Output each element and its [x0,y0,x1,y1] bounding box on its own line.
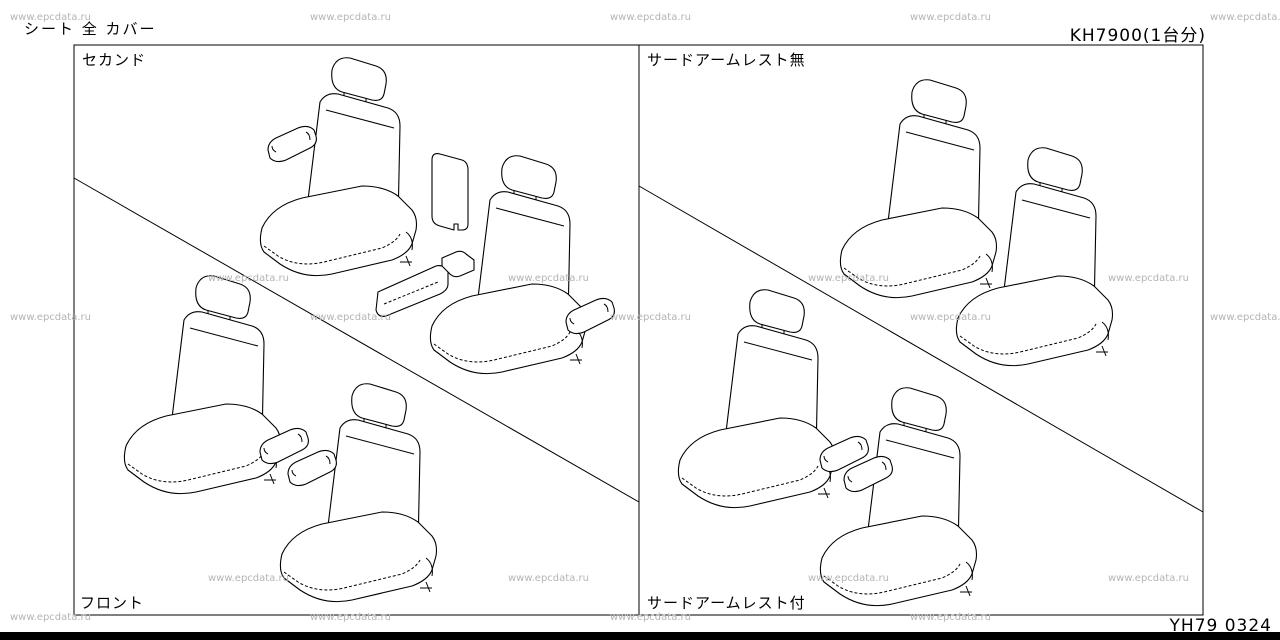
watermark: www.epcdata.ru [208,573,289,584]
kit-code: KH7900(1台分) [1069,26,1206,46]
front-seat-left [123,275,282,495]
watermark: www.epcdata.ru [1210,12,1280,23]
watermark: www.epcdata.ru [808,573,889,584]
watermark: www.epcdata.ru [610,312,691,323]
watermark: www.epcdata.ru [610,12,691,23]
watermark: www.epcdata.ru [1108,573,1189,584]
third-noarm-seat-left [839,79,998,299]
label-front: フロント [78,592,147,613]
watermark: www.epcdata.ru [1210,312,1280,323]
bottom-bar [0,632,1280,640]
watermark: www.epcdata.ru [1108,273,1189,284]
second-armrest-pad [267,125,317,163]
watermark: www.epcdata.ru [910,312,991,323]
watermark: www.epcdata.ru [10,612,91,623]
diagram-title: シート 全 カバー [24,20,157,38]
watermark: www.epcdata.ru [508,273,589,284]
second-center-console [375,153,475,317]
watermark: www.epcdata.ru [10,12,91,23]
right-panel-frame [638,44,1204,616]
watermark: www.epcdata.ru [910,12,991,23]
second-seat-left [259,57,418,277]
diagram-code: YH79 0324 [1169,616,1272,636]
watermark: www.epcdata.ru [808,273,889,284]
watermark: www.epcdata.ru [10,312,91,323]
label-third-no-armrest: サードアームレスト無 [645,49,808,70]
label-third-with-armrest: サードアームレスト付 [645,592,808,613]
watermark: www.epcdata.ru [310,612,391,623]
third-arm-seat-left [677,289,836,509]
watermark: www.epcdata.ru [610,612,691,623]
watermark: www.epcdata.ru [508,573,589,584]
label-second: セカンド [80,49,149,70]
watermark: www.epcdata.ru [310,312,391,323]
watermark: www.epcdata.ru [910,612,991,623]
front-seat-right [279,383,438,603]
watermark: www.epcdata.ru [310,12,391,23]
front-armrest-pad-2 [287,449,337,487]
left-diagonal-divider [73,177,640,503]
right-diagonal-divider [638,185,1204,513]
watermark: www.epcdata.ru [208,273,289,284]
